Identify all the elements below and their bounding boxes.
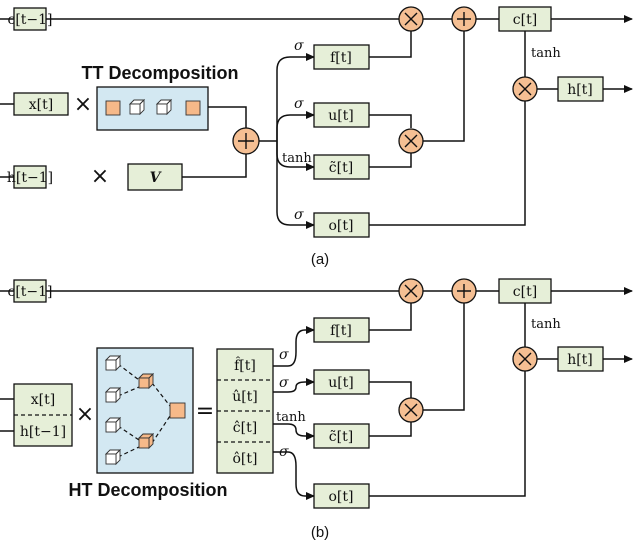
- output-h-a: h[t]: [557, 76, 604, 102]
- panel-a: [0, 15, 633, 229]
- gate-o-b-label: o[t]: [329, 489, 354, 505]
- gate-u-b: u[t]: [313, 369, 370, 395]
- panel-b: [0, 287, 633, 500]
- tt-decomposition-title: TT Decomposition: [82, 63, 239, 83]
- input-h-prev-a-label: h[t−1]: [7, 170, 53, 186]
- input-xh-stack-b: x[t] h[t−1]: [13, 383, 73, 447]
- sigma-label-u-a: σ: [294, 96, 304, 112]
- gate-o-b: o[t]: [313, 483, 370, 509]
- output-c-a-label: c[t]: [513, 12, 537, 28]
- gate-f-b-label: f[t]: [330, 323, 352, 339]
- weight-v-a: V: [127, 163, 183, 191]
- multiply-node-output-b: [512, 346, 538, 372]
- hat-gate-f-label: f̂[t]: [234, 356, 256, 374]
- multiply-node-forget-b: [398, 278, 424, 304]
- input-c-prev-a: c[t−1]: [7, 7, 53, 31]
- sigma-label-f-a: σ: [294, 38, 304, 54]
- add-node-cell-b: [451, 278, 477, 304]
- hat-gate-c-label: ĉ[t]: [233, 420, 257, 436]
- input-x-a: x[t]: [13, 92, 69, 116]
- ht-cores: [105, 355, 186, 465]
- gate-o-a: o[t]: [313, 212, 370, 238]
- gate-c-tilde-b-label: c̃[t]: [329, 429, 353, 445]
- output-h-b: h[t]: [557, 346, 604, 372]
- weight-v-a-label: V: [150, 170, 163, 186]
- multiply-node-input-b: [398, 397, 424, 423]
- gate-f-a: f[t]: [313, 44, 370, 70]
- gate-u-a-label: u[t]: [328, 108, 354, 124]
- input-c-prev-b-label: c[t−1]: [7, 284, 52, 300]
- tanh-label-cell-a: tanh: [531, 46, 561, 61]
- output-h-a-label: h[t]: [567, 82, 593, 98]
- times-symbol-x-a: ×: [74, 92, 92, 117]
- ht-tree: [117, 363, 171, 458]
- tanh-label-c-a: tanh: [282, 151, 312, 166]
- output-c-b: c[t]: [498, 278, 552, 304]
- hat-gate-o-label: ô[t]: [233, 451, 258, 467]
- hat-gate-u-label: û[t]: [232, 389, 258, 405]
- output-h-b-label: h[t]: [567, 352, 593, 368]
- input-c-prev-b: c[t−1]: [7, 279, 53, 303]
- gate-f-a-label: f[t]: [330, 50, 352, 66]
- sigma-label-o-b: σ: [279, 444, 289, 460]
- tanh-label-cell-b: tanh: [531, 317, 561, 332]
- gate-c-tilde-a-label: c̃[t]: [329, 160, 353, 176]
- output-c-b-label: c[t]: [513, 284, 537, 300]
- gate-c-tilde-a: c̃[t]: [313, 154, 370, 180]
- times-symbol-b: ×: [76, 402, 94, 427]
- gate-u-b-label: u[t]: [328, 375, 354, 391]
- tanh-label-c-b: tanh: [276, 410, 306, 425]
- input-x-b-label: x[t]: [31, 392, 55, 408]
- add-node-a: [232, 127, 260, 155]
- sigma-label-f-b: σ: [279, 347, 289, 363]
- hat-gates-stack-b: f̂[t] û[t] ĉ[t] ô[t]: [216, 348, 274, 474]
- gate-u-a: u[t]: [313, 102, 370, 128]
- caption-a: (a): [311, 251, 329, 268]
- input-h-prev-b-label: h[t−1]: [20, 424, 66, 440]
- gate-f-b: f[t]: [313, 317, 370, 343]
- sigma-label-o-a: σ: [294, 207, 304, 223]
- multiply-node-forget-a: [398, 6, 424, 32]
- input-h-prev-a: h[t−1]: [7, 165, 53, 189]
- equals-symbol-b: =: [196, 399, 214, 424]
- gate-c-tilde-b: c̃[t]: [313, 423, 370, 449]
- multiply-node-output-a: [512, 76, 538, 102]
- ht-decomposition-title: HT Decomposition: [68, 480, 227, 500]
- input-x-a-label: x[t]: [29, 97, 53, 113]
- gate-o-a-label: o[t]: [329, 218, 354, 234]
- add-node-cell-a: [451, 6, 477, 32]
- input-c-prev-a-label: c[t−1]: [7, 12, 52, 28]
- tt-cores: [105, 99, 201, 116]
- multiply-node-input-a: [398, 128, 424, 154]
- times-symbol-h-a: ×: [91, 164, 109, 189]
- output-c-a: c[t]: [498, 6, 552, 32]
- sigma-label-u-b: σ: [279, 375, 289, 391]
- caption-b: (b): [311, 524, 329, 541]
